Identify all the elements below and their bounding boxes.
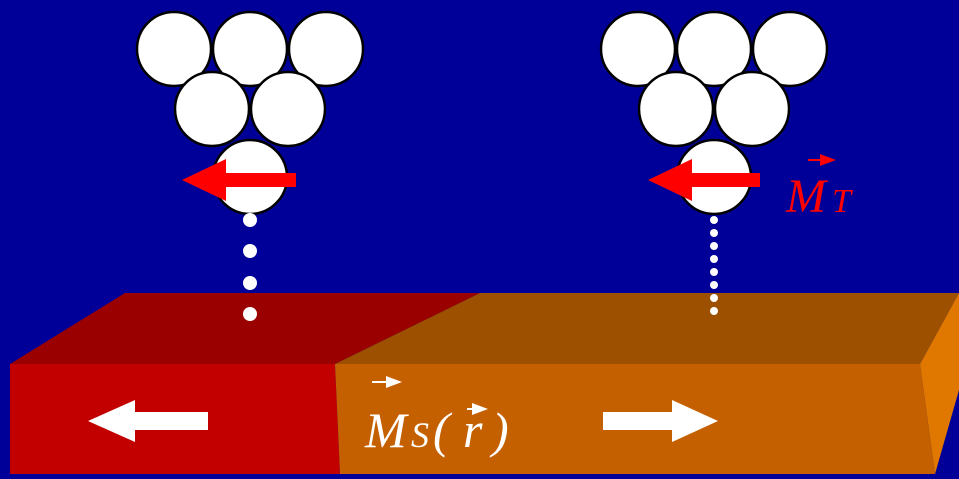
right-tunneling-dots [710, 216, 718, 315]
tip-moment-subscript: T [832, 183, 853, 220]
right-tip [599, 10, 829, 216]
tip-moment-symbol: M [785, 170, 829, 223]
left-tip-moment-arrow [182, 159, 296, 201]
left-tunneling-dots [243, 213, 257, 321]
right-domain-arrow [603, 400, 718, 442]
sample-moment-open-paren: ( [433, 402, 453, 458]
tip-atom [211, 10, 289, 88]
left-tip [135, 10, 365, 216]
sample-moment-label: M S ( r ) [364, 376, 509, 458]
right-tip-moment-arrow [648, 159, 760, 201]
sample-moment-close-paren: ) [489, 402, 509, 458]
tip-atom [135, 10, 213, 88]
sample-slab [10, 293, 959, 474]
slab-side-face [920, 293, 959, 474]
sample-moment-subscript: S [411, 415, 429, 455]
tip-atom [751, 10, 829, 88]
sample-moment-symbol: M [364, 402, 409, 458]
tip-atom [287, 10, 365, 88]
right-domain-top-face [335, 293, 959, 364]
left-domain-top-face [10, 293, 480, 364]
tip-atom [675, 10, 753, 88]
sample-moment-argument: r [463, 402, 483, 458]
tip-moment-label: M T [785, 154, 853, 223]
tip-atom [173, 70, 251, 148]
tip-atom [637, 70, 715, 148]
left-domain-arrow [88, 400, 208, 442]
tip-atom [249, 70, 327, 148]
tip-atom [599, 10, 677, 88]
tip-atom [713, 70, 791, 148]
